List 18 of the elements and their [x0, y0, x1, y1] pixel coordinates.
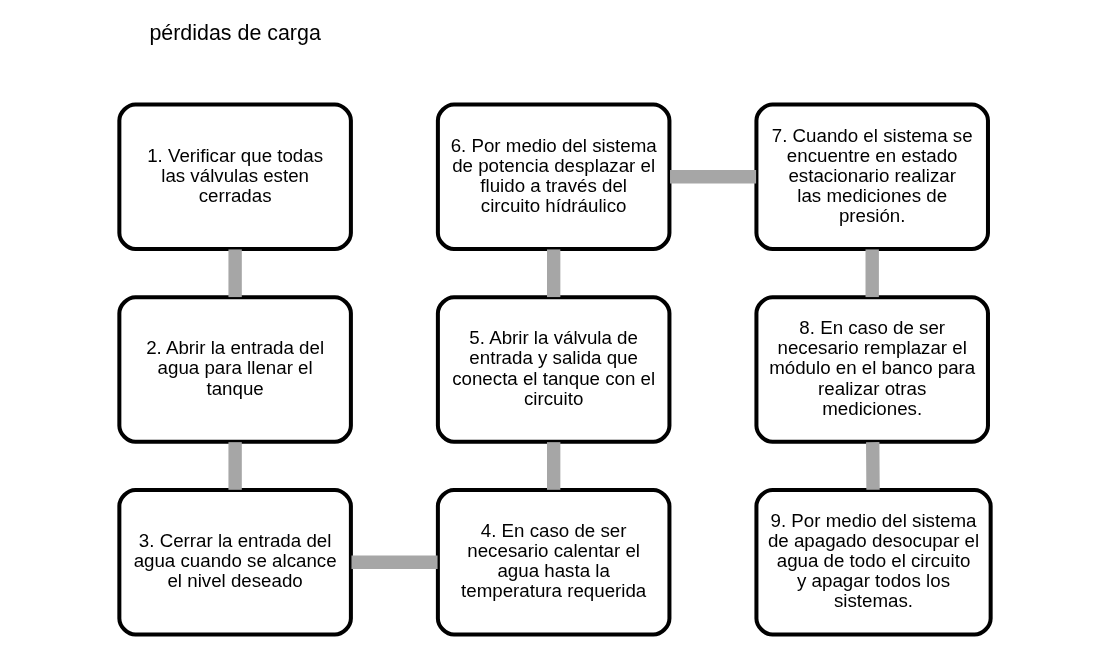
node-box: 8. En caso de ser necesario remplazar el módulo en el banco para realizar otras mediciones. [753, 295, 990, 444]
connector [865, 249, 879, 298]
connector [865, 442, 880, 490]
connector [546, 249, 560, 298]
node-box: 1. Verificar que todas las válvulas esten cerradas [116, 102, 353, 252]
connector [669, 170, 756, 184]
node-box: 5. Abrir la válvula de entrada y salida que conecta el tanque con el circuito [435, 295, 671, 444]
node-box: 4. En caso de ser necesario calentar el agua hasta la temperatura requerida [435, 487, 671, 637]
node-box: 9. Por medio del sistema de apagado desocupar el agua de todo el circuito y apagar todos los sistemas. [753, 487, 993, 637]
label: pérdidas de carga [148, 20, 321, 45]
node-box: 7. Cuando el sistema se encuentre en estado estacionario realizar las mediciones de presión. [753, 102, 990, 252]
connector [546, 442, 560, 490]
connector [227, 249, 242, 298]
connector [350, 555, 438, 569]
node-box: 6. Por medio del sistema de potencia desplazar el fluido a través del circuito hídráulico [435, 102, 671, 252]
node-box: 3. Cerrar la entrada del agua cuando se alcance el nivel deseado [116, 487, 353, 637]
connector [227, 442, 242, 490]
node-box: 2. Abrir la entrada del agua para llenar el tanque [116, 295, 353, 444]
